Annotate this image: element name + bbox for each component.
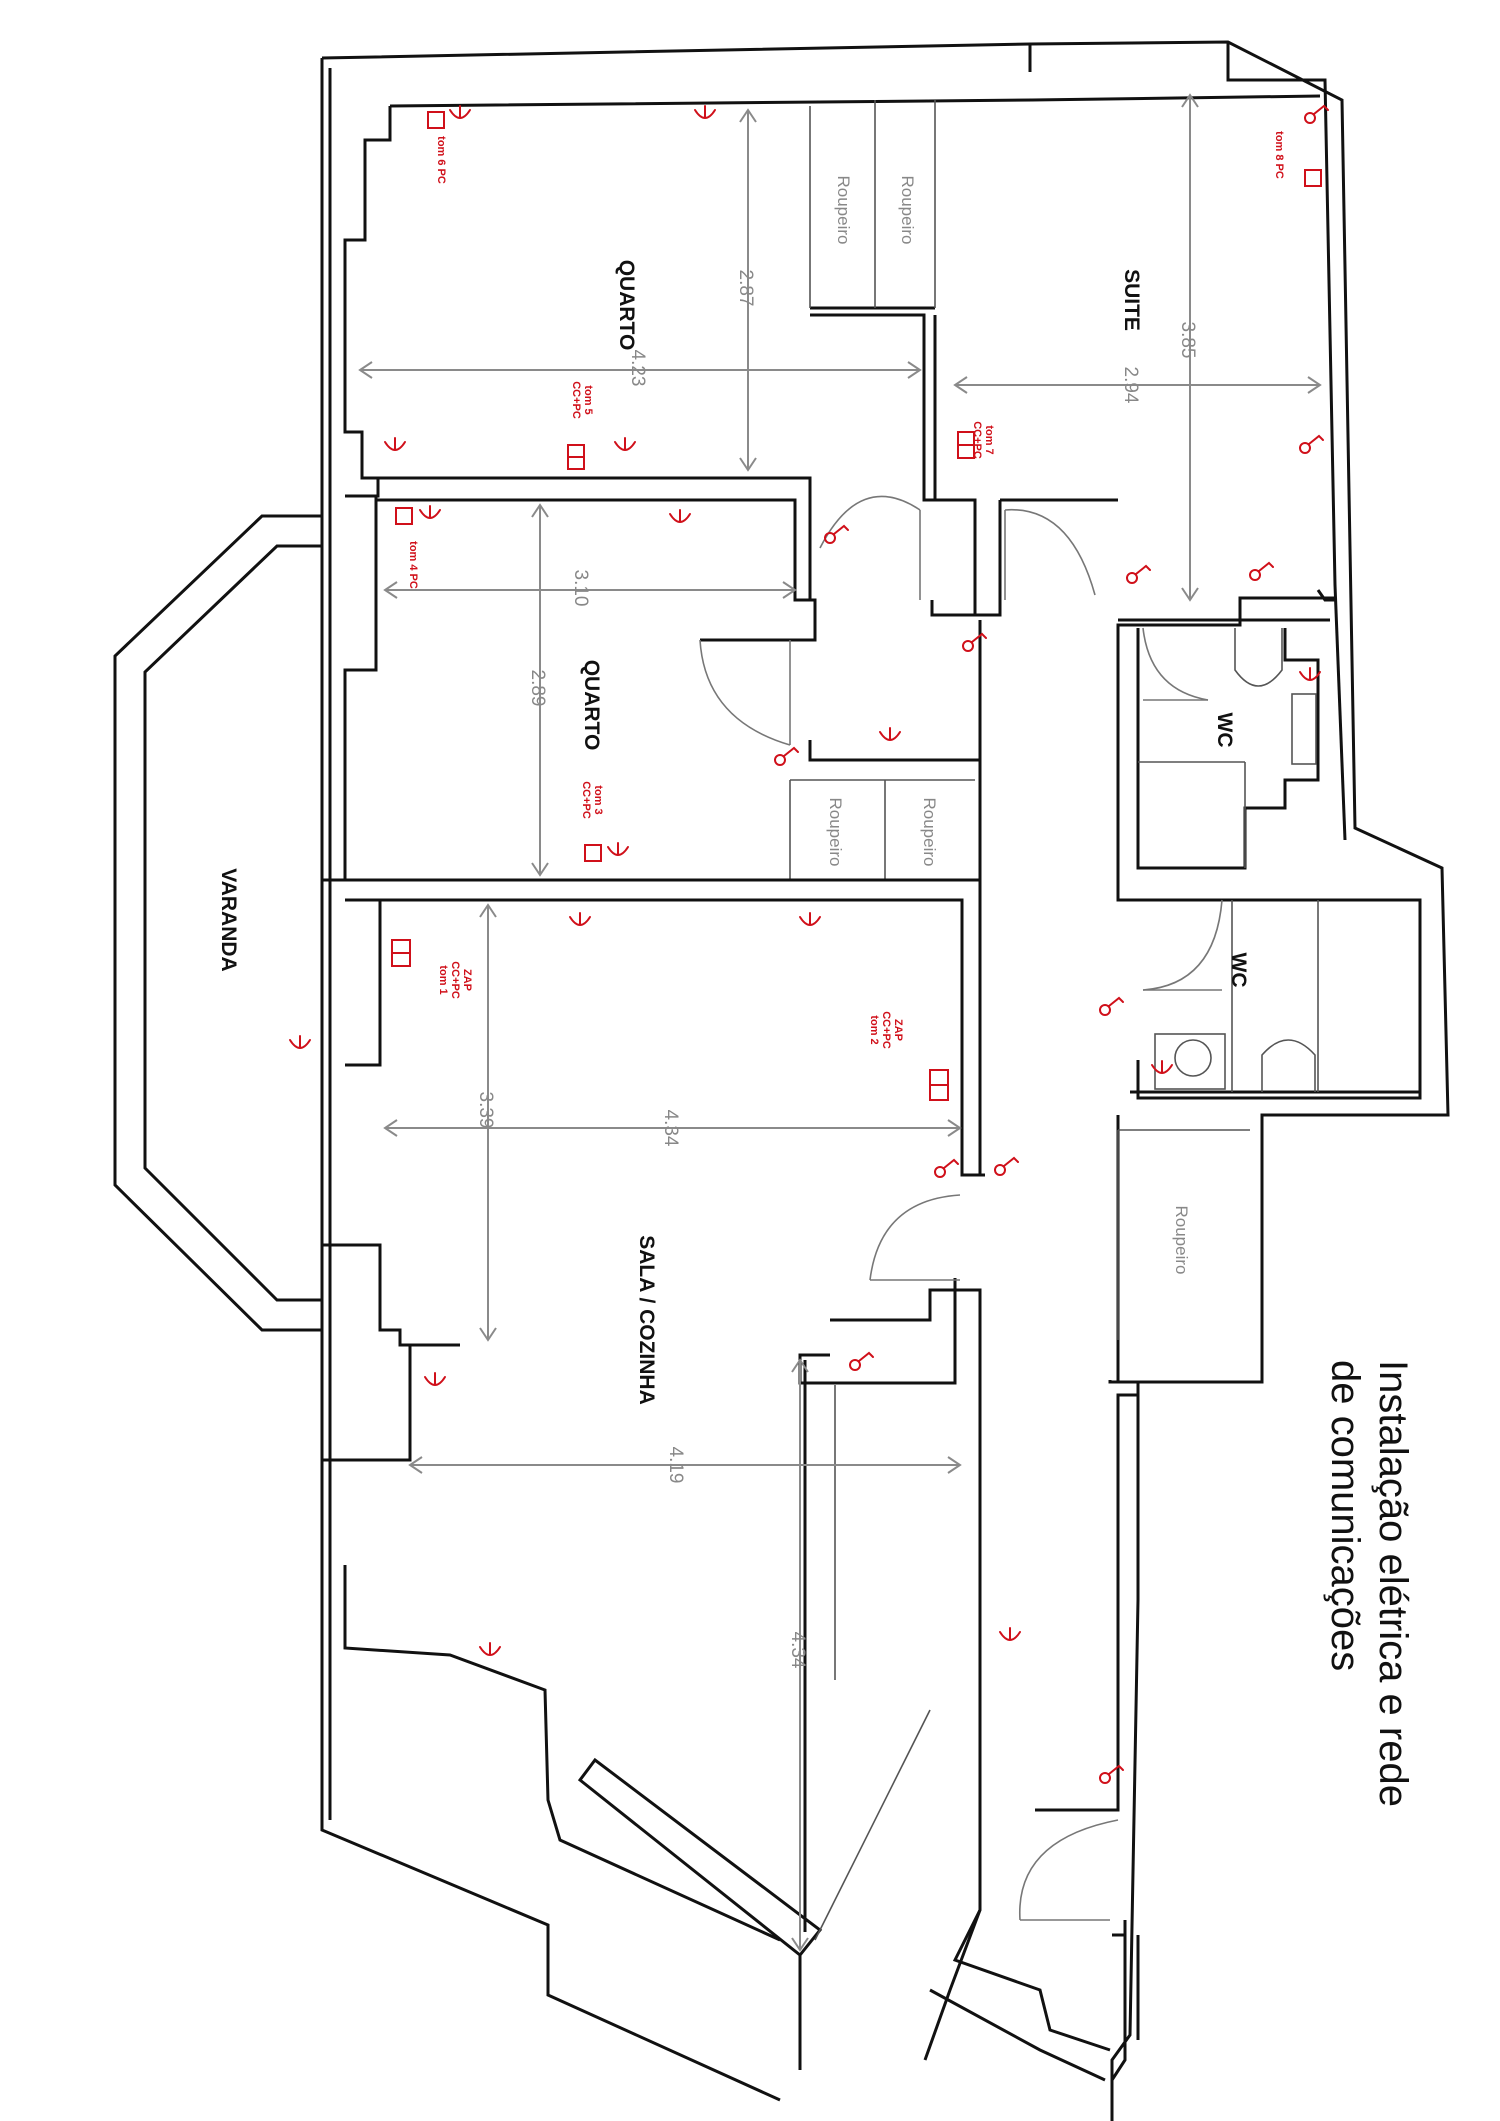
label-tom5-2: CC+PC (570, 381, 582, 419)
roupeiro-label-5: Roupeiro (1172, 1206, 1191, 1275)
socket-icon (424, 1372, 446, 1386)
corridor: Roupeiro (929, 498, 1250, 2121)
switch-icon (994, 1156, 1019, 1176)
dim-quarto-top-h: 2.87 (735, 270, 756, 307)
socket-icon (479, 1642, 501, 1656)
label-tom3-1: tom 3 (592, 785, 604, 814)
switch-icon (824, 524, 849, 544)
socket-icon (1299, 667, 1321, 681)
varanda: VARANDA (113, 514, 322, 1332)
switch-icon (1099, 996, 1124, 1016)
room-sala-cozinha: SALA / COZINHA (322, 878, 985, 2070)
socket-icon (614, 437, 636, 451)
room-label-wc-top: WC (1213, 713, 1236, 748)
socket-icon (449, 105, 471, 119)
switch-icon (1249, 561, 1274, 581)
data-outlet-icon (584, 844, 602, 862)
dim-suite-w: 2.94 (1120, 367, 1141, 404)
room-label-sala: SALA / COZINHA (635, 1235, 658, 1405)
switch-icon (1304, 104, 1329, 124)
socket-icon (289, 1035, 311, 1049)
room-label-varanda: VARANDA (217, 868, 240, 971)
electrical-symbols: tom 6 PC tom 8 PC tom 5 CC+PC tom 7 CC+P… (289, 104, 1329, 1784)
room-quarto-mid: QUARTO Roupeiro Roupeiro (343, 494, 982, 880)
switch-icon (1099, 1764, 1124, 1784)
dimensions: 4.23 2.87 2.94 3.85 3.10 2.89 4.34 3.39 … (358, 93, 1322, 1952)
label-tom2-1: ZAP (892, 1019, 904, 1041)
socket-icon (879, 727, 901, 741)
switch-icon (1299, 434, 1324, 454)
room-label-wc-bottom: WC (1227, 953, 1250, 988)
label-tom6: tom 6 PC (435, 136, 447, 184)
label-tom2-3: tom 2 (868, 1015, 880, 1044)
label-tom8: tom 8 PC (1273, 131, 1285, 179)
data-outlet-icon (427, 111, 445, 129)
dim-quarto-top-w: 4.23 (627, 350, 648, 387)
switch-icon (962, 632, 987, 652)
socket-icon (799, 912, 821, 926)
label-tom7-2: CC+PC (971, 421, 983, 459)
roupeiro-label-3: Roupeiro (826, 798, 845, 867)
label-tom1-2: CC+PC (449, 961, 461, 999)
socket-icon (999, 1627, 1021, 1641)
dim-quarto-mid-h: 2.89 (527, 670, 548, 707)
switch-icon (934, 1158, 959, 1178)
switch-icon (1126, 564, 1151, 584)
label-tom2-2: CC+PC (880, 1011, 892, 1049)
outer-walls (320, 40, 1450, 2121)
socket-icon (1151, 1060, 1173, 1074)
roupeiro-label-2: Roupeiro (898, 176, 917, 245)
socket-icon (569, 912, 591, 926)
room-wc-bottom: WC (1116, 880, 1422, 1100)
title-line-1: Instalação elétrica e rede (1371, 1360, 1415, 1807)
roupeiro-label-4: Roupeiro (920, 798, 939, 867)
switch-icon (774, 746, 799, 766)
data-outlet-icon (395, 507, 413, 525)
doors (699, 495, 1223, 1921)
socket-icon (669, 509, 691, 523)
room-suite: SUITE (930, 269, 1335, 880)
dim-quarto-mid-w: 3.10 (570, 570, 591, 607)
label-tom4: tom 4 PC (407, 541, 419, 589)
title-line-2: de comunicações (1323, 1360, 1367, 1671)
room-label-quarto-top: QUARTO (615, 260, 638, 351)
dim-cozinha-w: 4.19 (665, 1447, 686, 1484)
room-wc-top: WC (1118, 618, 1330, 870)
dim-cozinha-h: 4.34 (787, 1632, 808, 1669)
socket-icon (694, 105, 716, 119)
socket-icon (419, 505, 441, 519)
socket-icon (384, 437, 406, 451)
label-tom5-1: tom 5 (582, 385, 594, 414)
label-tom1-3: tom 1 (437, 965, 449, 994)
socket-icon (607, 842, 629, 856)
room-quarto-top: QUARTO Roupeiro Roupeiro (343, 100, 975, 600)
dim-sala-w: 4.34 (660, 1110, 681, 1147)
drawing-title: Instalação elétrica e rede de comunicaçõ… (1323, 1360, 1415, 1807)
switch-icon (849, 1351, 874, 1371)
label-tom3-2: CC+PC (580, 781, 592, 819)
label-tom7-1: tom 7 (983, 425, 995, 454)
room-label-suite: SUITE (1120, 269, 1143, 331)
room-label-quarto-mid: QUARTO (580, 660, 603, 751)
roupeiro-label-1: Roupeiro (834, 176, 853, 245)
dim-suite-h: 3.85 (1177, 322, 1198, 359)
label-tom1-1: ZAP (461, 969, 473, 991)
data-outlet-icon (1304, 169, 1322, 187)
dim-sala-h: 3.39 (475, 1092, 496, 1129)
